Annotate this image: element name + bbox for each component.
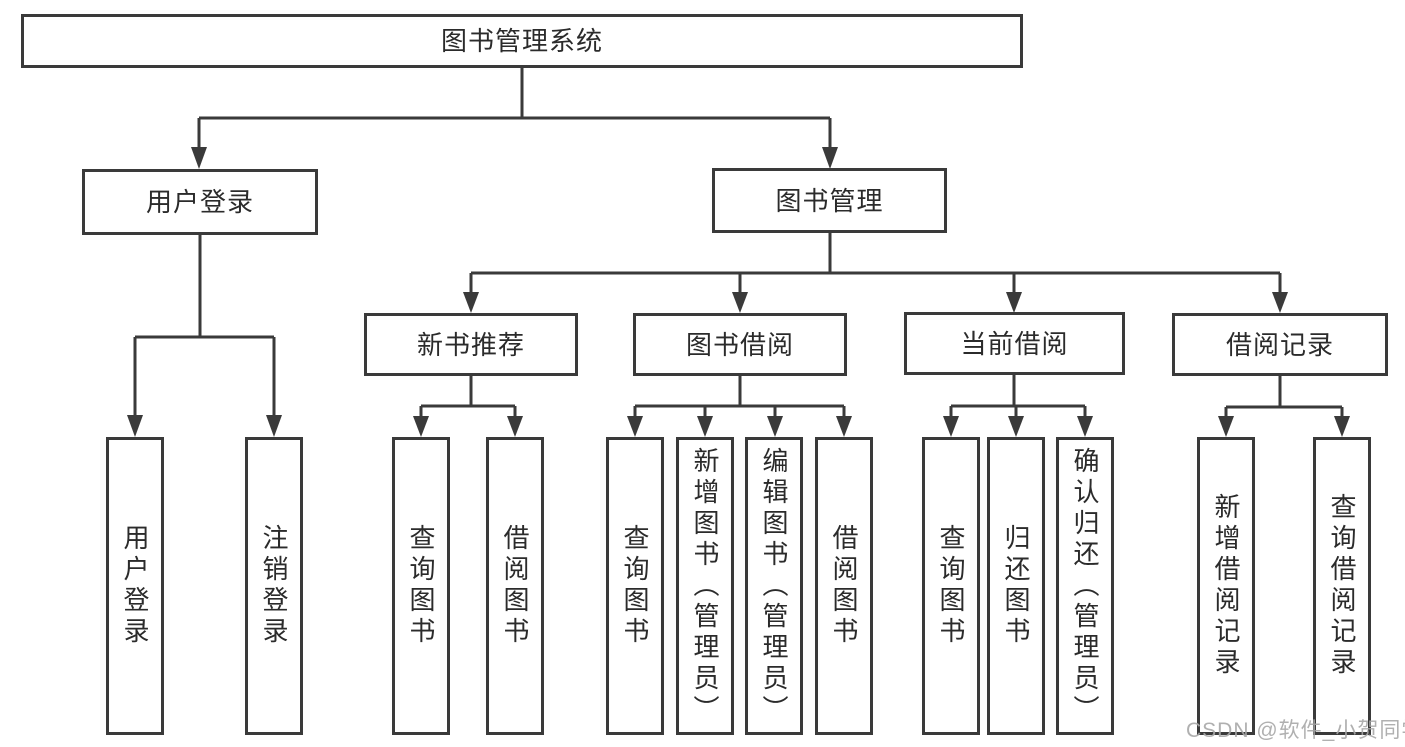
csdn-watermark: CSDN @软件_小贺同学 (1186, 719, 1405, 742)
node-current-borrowing-label: 当前借阅 (960, 328, 1069, 359)
leaf-query-borrow-record-label: 查询借阅记录 (1327, 493, 1357, 679)
node-borrowing-records: 借阅记录 (1172, 313, 1388, 376)
leaf-logout-label: 注销登录 (259, 524, 289, 648)
leaf-add-books-admin: 新增图书（管理员） (676, 437, 734, 735)
connector-root-to-level2 (191, 68, 838, 169)
leaf-borrow-books: 借阅图书 (815, 437, 873, 735)
node-new-book-recommendation: 新书推荐 (364, 313, 578, 376)
leaf-user-login-label: 用户登录 (120, 524, 150, 648)
leaf-edit-books-admin-label: 编辑图书（管理员） (759, 446, 789, 726)
leaf-return-books-label: 归还图书 (1001, 524, 1031, 648)
leaf-add-books-admin-label: 新增图书（管理员） (690, 446, 720, 726)
connector-book-mgmt-to-level3 (463, 232, 1288, 313)
leaf-query-books-recommendation: 查询图书 (392, 437, 450, 735)
node-borrowing-records-label: 借阅记录 (1225, 329, 1334, 360)
leaf-return-books: 归还图书 (987, 437, 1045, 735)
node-root-system-label: 图书管理系统 (440, 26, 603, 56)
node-book-borrowing-label: 图书借阅 (685, 329, 794, 360)
leaf-query-books-recommendation-label: 查询图书 (406, 524, 436, 648)
leaf-query-borrow-record: 查询借阅记录 (1313, 437, 1371, 735)
connector-current-borrow-to-leaves (943, 375, 1093, 437)
leaf-confirm-return-admin: 确认归还（管理员） (1056, 437, 1114, 735)
node-root-system: 图书管理系统 (21, 14, 1023, 68)
connector-new-book-rec-to-leaves (413, 376, 523, 437)
node-current-borrowing: 当前借阅 (904, 312, 1125, 375)
leaf-user-login: 用户登录 (106, 437, 164, 735)
leaf-query-books-borrowing-label: 查询图书 (620, 524, 650, 648)
leaf-add-borrow-record-label: 新增借阅记录 (1211, 493, 1241, 679)
leaf-add-borrow-record: 新增借阅记录 (1197, 437, 1255, 735)
leaf-query-books-current-label: 查询图书 (936, 524, 966, 648)
node-user-login-label: 用户登录 (145, 187, 254, 217)
leaf-borrow-books-recommendation: 借阅图书 (486, 437, 544, 735)
node-book-management: 图书管理 (712, 168, 947, 233)
connector-book-borrow-to-leaves (627, 376, 852, 437)
leaf-logout: 注销登录 (245, 437, 303, 735)
connector-user-login-to-leaves (127, 234, 282, 437)
node-book-management-label: 图书管理 (775, 185, 884, 216)
connector-borrow-record-to-leaves (1218, 376, 1350, 437)
leaf-borrow-books-recommendation-label: 借阅图书 (500, 524, 530, 648)
node-book-borrowing: 图书借阅 (633, 313, 847, 376)
node-new-book-recommendation-label: 新书推荐 (416, 329, 525, 360)
leaf-borrow-books-label: 借阅图书 (829, 524, 859, 648)
leaf-query-books-borrowing: 查询图书 (606, 437, 664, 735)
node-user-login: 用户登录 (82, 169, 318, 235)
leaf-confirm-return-admin-label: 确认归还（管理员） (1070, 446, 1100, 726)
leaf-query-books-current: 查询图书 (922, 437, 980, 735)
leaf-edit-books-admin: 编辑图书（管理员） (745, 437, 803, 735)
